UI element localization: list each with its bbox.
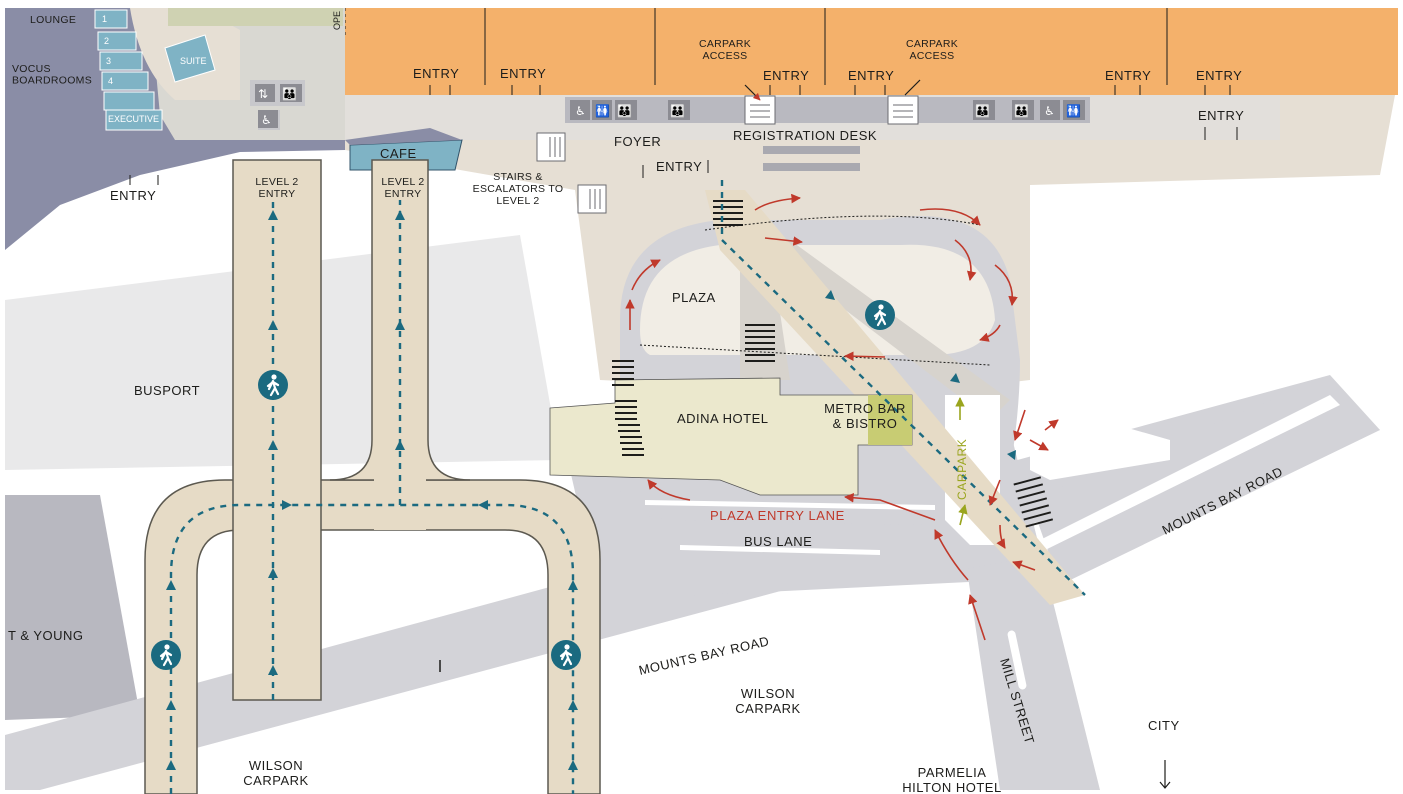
wheelchair-icon: ♿: [261, 113, 272, 127]
amenities-strip-right: [925, 97, 1090, 123]
plaza-label: PLAZA: [672, 290, 716, 305]
ernst-young-building: [5, 495, 140, 720]
entry-foyer-label: ENTRY: [656, 159, 702, 174]
city-label: CITY: [1148, 718, 1180, 733]
entry-top-5-label: ENTRY: [1105, 68, 1151, 83]
entry-top-3-label: ENTRY: [763, 68, 809, 83]
direction-arrow-icon: [904, 79, 921, 96]
carpark-vertical-label: CARPARK: [955, 439, 969, 500]
direction-arrow-icon: [744, 84, 761, 101]
registration-desk-1: [763, 146, 860, 154]
wheelchair-icon: ♿: [575, 104, 586, 118]
entry-top-6-label: ENTRY: [1196, 68, 1242, 83]
toilets-icon: 👪: [975, 104, 990, 118]
toilets-icon: 👪: [617, 104, 632, 118]
entry-top-2-label: ENTRY: [500, 66, 546, 81]
toilets-icon: 👪: [282, 87, 297, 101]
crosswalks: [612, 200, 1054, 528]
pedestrian-icon: [256, 368, 290, 402]
level2-walkway-left: [232, 159, 322, 701]
vocus-boardrooms: [94, 9, 163, 131]
open-edge-label: OPE: [332, 11, 342, 30]
entry-top-4-label: ENTRY: [848, 68, 894, 83]
busport-label: BUSPORT: [134, 383, 200, 398]
suite-label: SUITE: [180, 56, 207, 66]
room-4-label: 4: [108, 76, 113, 86]
pedestrian-path-u: [144, 479, 601, 794]
pedestrian-icon: [863, 298, 897, 332]
toilets-icon: 👪: [670, 104, 685, 118]
lounge-label: LOUNGE: [30, 14, 76, 26]
ernst-young-label: T & YOUNG: [8, 628, 84, 643]
entry-left-label: ENTRY: [110, 188, 156, 203]
stairs-icon: [744, 95, 776, 125]
stairs-icon: [577, 184, 607, 214]
registration-desk-label: REGISTRATION DESK: [733, 128, 877, 143]
pedestrian-routes: [166, 180, 1086, 794]
wheelchair-icon: ♿: [1044, 104, 1055, 118]
executive-label: EXECUTIVE: [108, 114, 159, 124]
bus-lane-label: BUS LANE: [744, 534, 812, 549]
stairs-icon: [887, 95, 919, 125]
toilets-icon: 👪: [1014, 104, 1029, 118]
pedestrian-icon: [549, 638, 583, 672]
entry-top-1-label: ENTRY: [413, 66, 459, 81]
cafe-label: CAFE: [380, 146, 417, 161]
foyer-label: FOYER: [614, 134, 661, 149]
toilets-icon: 🚻: [1066, 104, 1081, 118]
metro-bar-label: METRO BAR& BISTRO: [824, 401, 906, 431]
entry-right-label: ENTRY: [1198, 108, 1244, 123]
lift-icon: ⇅: [258, 87, 268, 101]
room-1-label: 1: [102, 14, 107, 24]
adina-hotel-label: ADINA HOTEL: [677, 411, 768, 426]
room-3-label: 3: [106, 56, 111, 66]
stairs-icon: [536, 132, 566, 162]
plaza-entry-lane-label: PLAZA ENTRY LANE: [710, 508, 845, 523]
suite-room: [164, 34, 216, 83]
registration-desk-2: [763, 163, 860, 171]
toilets-icon: 🚻: [595, 104, 610, 118]
car-routes: [625, 193, 1059, 641]
pedestrian-icon: [149, 638, 183, 672]
room-2-label: 2: [104, 36, 109, 46]
convention-building: [345, 8, 1398, 95]
